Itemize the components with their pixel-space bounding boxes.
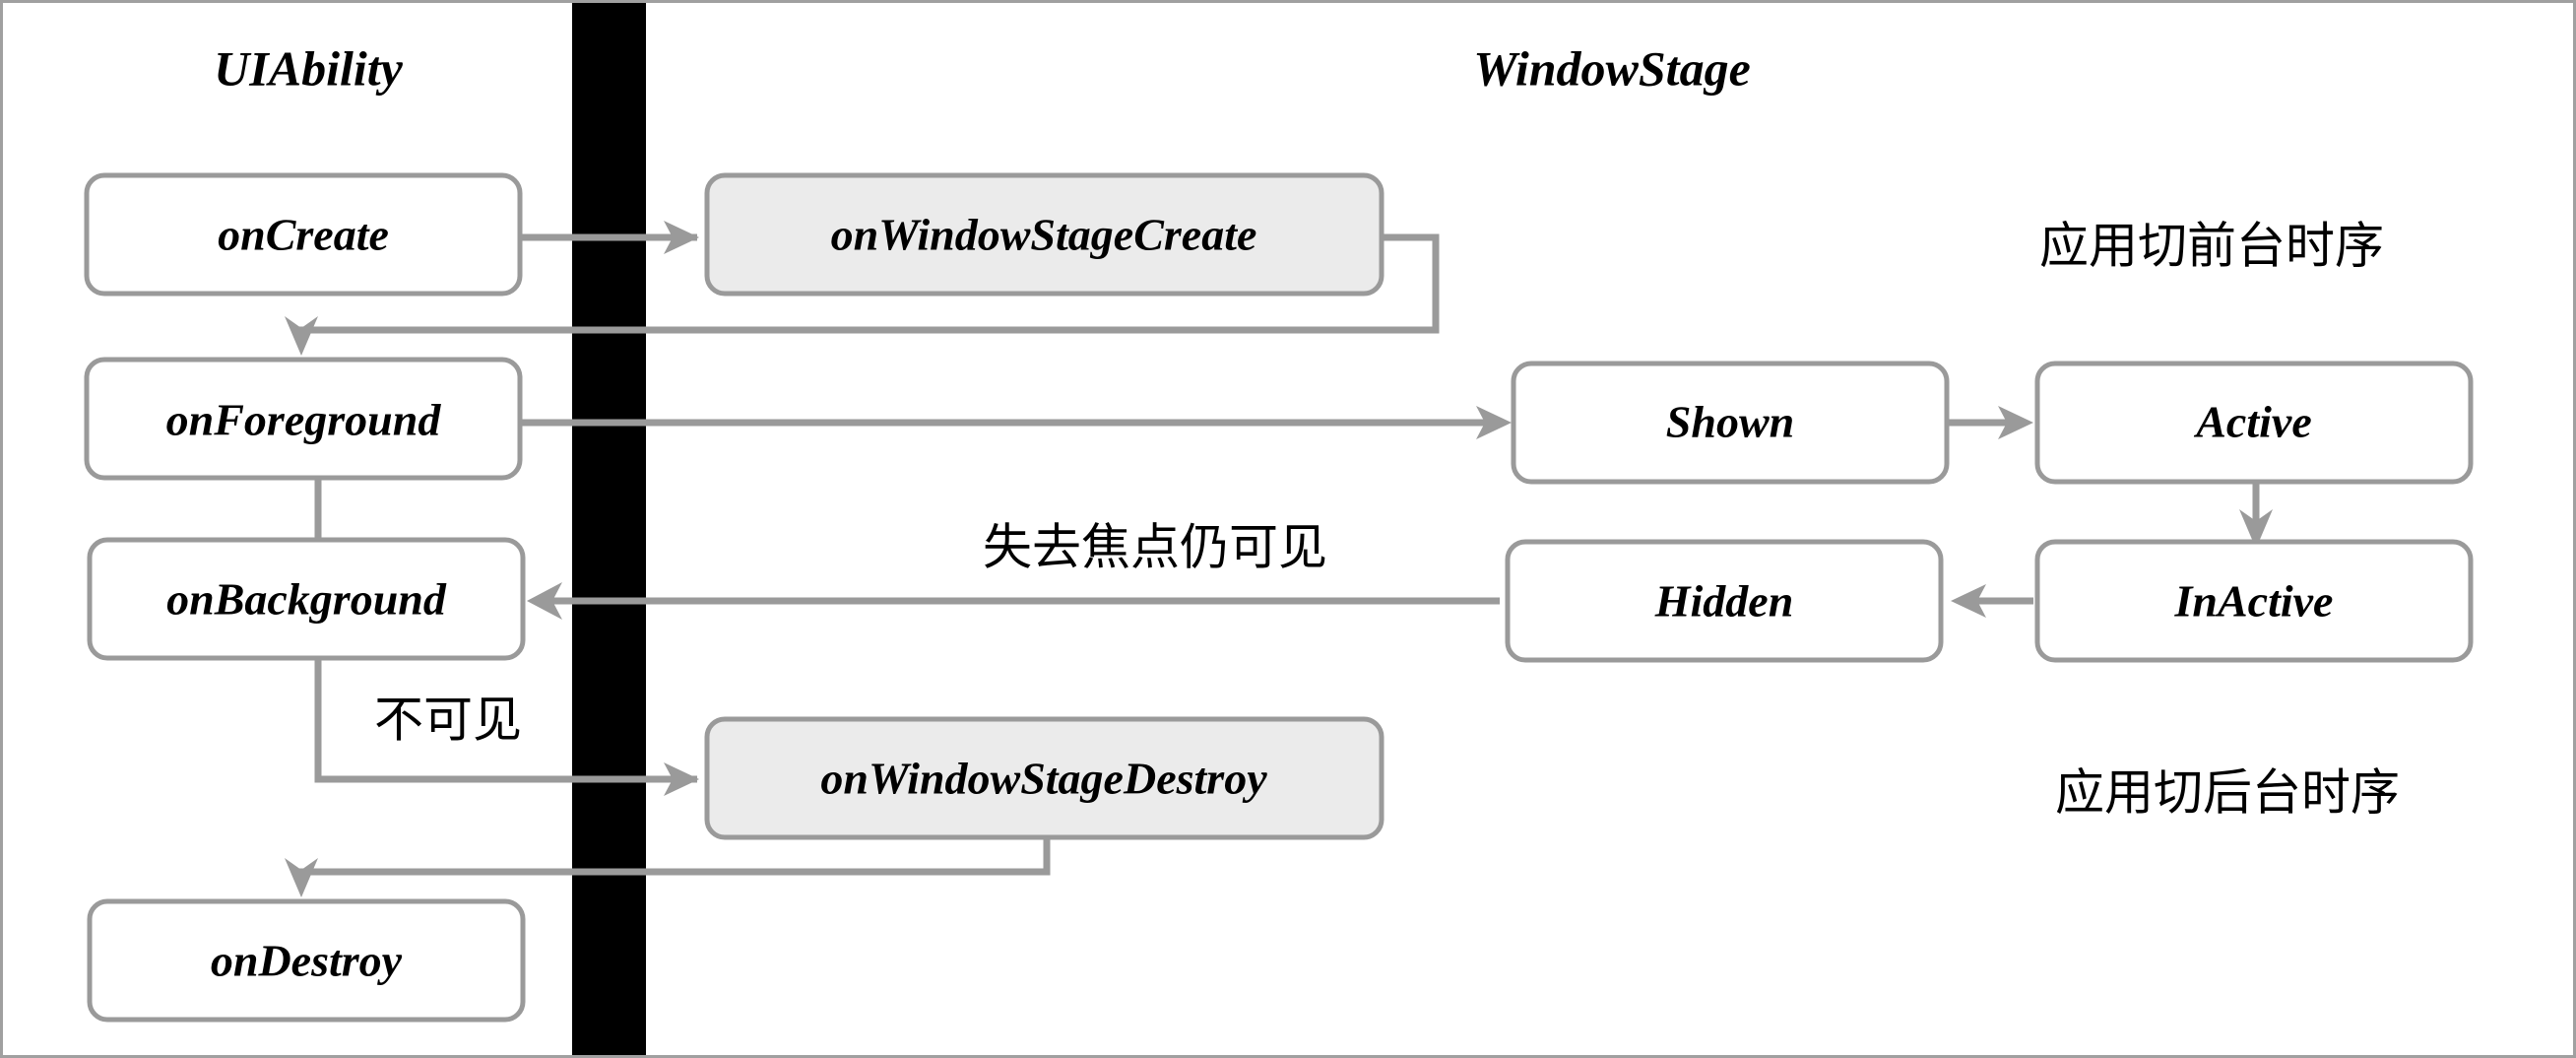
- flow-onforeground-to-shown: [520, 406, 1512, 439]
- node-active-label: Active: [2193, 397, 2312, 447]
- node-hidden-box[interactable]: [1505, 539, 1944, 663]
- node-onwindowstagecreate-box[interactable]: [704, 172, 1385, 297]
- node-shown-label: Shown: [1666, 397, 1794, 447]
- node-ondestroy[interactable]: onDestroy: [87, 898, 526, 1023]
- node-onforeground-label: onForeground: [166, 395, 442, 445]
- flow-onbackground-to-onwindowstagedestroy: [314, 395, 699, 796]
- flow-shown-to-active: [1948, 406, 2033, 439]
- flow-inactive-to-hidden: [1951, 584, 2033, 618]
- annotation-invisible: 不可见: [374, 692, 522, 749]
- node-hidden[interactable]: Hidden: [1505, 539, 1944, 663]
- flow-onwindowstagecreate-to-onforeground: [285, 233, 1440, 356]
- node-onwindowstagedestroy-label: onWindowStageDestroy: [820, 754, 1267, 804]
- node-hidden-label: Hidden: [1654, 576, 1794, 627]
- lifecycle-diagram: UIAbility WindowStage: [84, 3, 2474, 1055]
- lane-divider: [572, 3, 646, 1055]
- node-shown[interactable]: Shown: [1511, 361, 1950, 485]
- node-onforeground[interactable]: onForeground: [84, 357, 523, 481]
- annotation-background-sequence: 应用切后台时序: [2055, 764, 2400, 822]
- annotation-lost-focus-visible: 失去焦点仍可见: [983, 519, 1327, 576]
- node-active[interactable]: Active: [2034, 361, 2474, 485]
- node-oncreate-label: onCreate: [218, 210, 389, 260]
- node-inactive-box[interactable]: [2034, 539, 2474, 663]
- flow-oncreate-to-onwindowstagecreate: [520, 221, 699, 254]
- flow-onwindowstagedestroy-to-ondestroy: [285, 835, 1051, 897]
- flow-hidden-to-onbackground: [527, 582, 1500, 620]
- node-onwindowstagecreate[interactable]: onWindowStageCreate: [704, 172, 1385, 297]
- node-onwindowstagecreate-label: onWindowStageCreate: [831, 210, 1257, 260]
- node-onwindowstagedestroy-box[interactable]: [704, 716, 1385, 840]
- lane-title-windowstage: WindowStage: [1473, 40, 1751, 96]
- lane-title-uiability: UIAbility: [214, 40, 403, 96]
- node-onwindowstagedestroy[interactable]: onWindowStageDestroy: [704, 716, 1385, 840]
- node-oncreate-box[interactable]: [84, 172, 523, 297]
- node-shown-box[interactable]: [1511, 361, 1950, 485]
- node-onbackground-label: onBackground: [166, 574, 447, 625]
- node-inactive[interactable]: InActive: [2034, 539, 2474, 663]
- node-oncreate[interactable]: onCreate: [84, 172, 523, 297]
- node-ondestroy-box[interactable]: [87, 898, 526, 1023]
- flow-active-to-inactive: [2239, 474, 2273, 549]
- node-active-box[interactable]: [2034, 361, 2474, 485]
- node-onbackground-box[interactable]: [87, 537, 526, 661]
- node-ondestroy-label: onDestroy: [211, 936, 403, 986]
- node-onbackground[interactable]: onBackground: [87, 537, 526, 661]
- node-onforeground-box[interactable]: [84, 357, 523, 481]
- annotation-foreground-sequence: 应用切前台时序: [2039, 218, 2384, 275]
- node-inactive-label: InActive: [2174, 576, 2334, 627]
